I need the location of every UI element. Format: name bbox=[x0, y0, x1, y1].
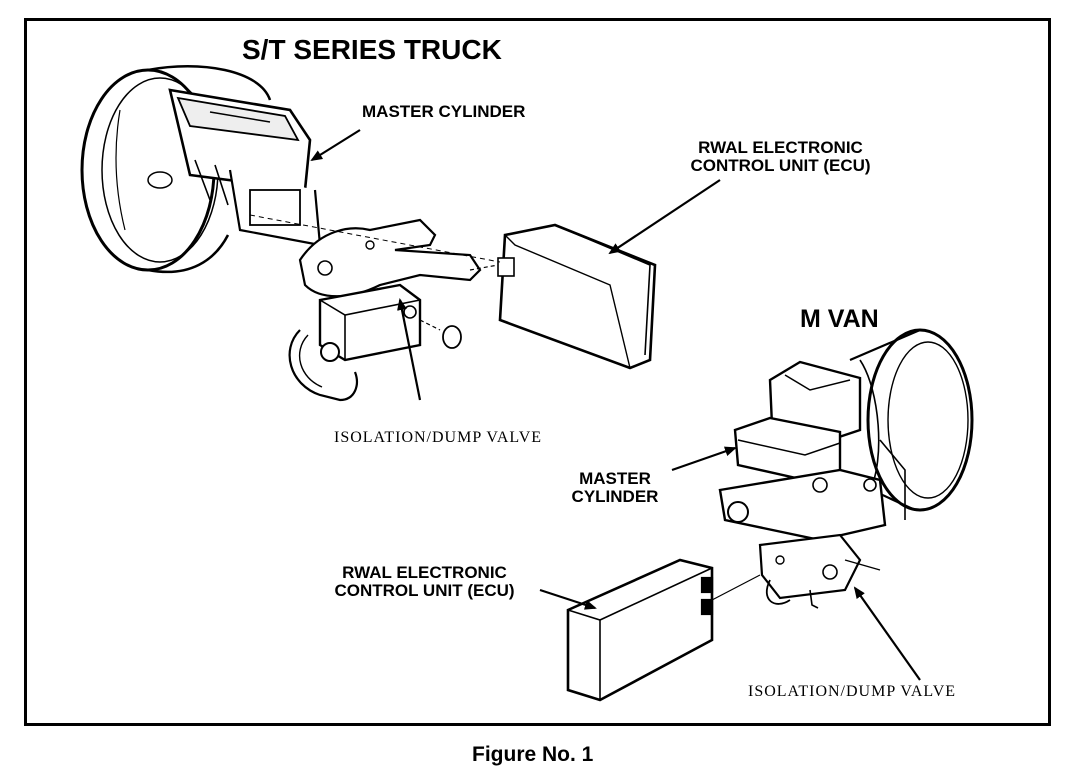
st-truck-title: S/T SERIES TRUCK bbox=[242, 34, 502, 65]
st-ecu-arrow bbox=[608, 179, 721, 255]
van-master-cylinder-arrow bbox=[671, 446, 737, 472]
van-isolation-dump-valve-icon bbox=[758, 533, 881, 609]
van-master-cylinder-line1: MASTER bbox=[579, 469, 651, 488]
st-valve-label: ISOLATION/DUMP VALVE bbox=[334, 429, 543, 446]
van-valve-arrow bbox=[853, 586, 921, 681]
st-mounting-bracket-icon bbox=[298, 218, 482, 298]
figure-frame bbox=[24, 18, 1051, 726]
st-master-cylinder-label: MASTER CYLINDER bbox=[362, 102, 526, 121]
st-ecu-label: RWAL ELECTRONIC CONTROL UNIT (ECU) bbox=[668, 138, 893, 176]
m-van-illustration bbox=[566, 328, 974, 702]
st-ecu-module-icon bbox=[469, 223, 657, 370]
van-ecu-label-line2: CONTROL UNIT (ECU) bbox=[334, 581, 515, 601]
st-isolation-dump-valve-icon bbox=[288, 283, 462, 402]
st-valve-arrow bbox=[397, 298, 422, 401]
st-truck-illustration bbox=[80, 65, 657, 402]
figure-caption: Figure No. 1 bbox=[472, 743, 594, 766]
van-master-cylinder-line2: CYLINDER bbox=[571, 487, 659, 507]
van-master-cylinder-icon bbox=[718, 360, 906, 542]
st-callout-arrows bbox=[310, 129, 721, 401]
st-ecu-label-line2: CONTROL UNIT (ECU) bbox=[690, 156, 871, 176]
van-callout-arrows bbox=[539, 446, 921, 681]
m-van-title: M VAN bbox=[800, 305, 879, 333]
van-valve-label: ISOLATION/DUMP VALVE bbox=[748, 683, 957, 700]
van-ecu-label-line1: RWAL ELECTRONIC bbox=[342, 563, 507, 582]
st-master-cylinder-icon bbox=[147, 88, 322, 247]
van-ecu-module-icon bbox=[566, 558, 761, 702]
van-master-cylinder-label: MASTER CYLINDER bbox=[560, 469, 670, 507]
van-ecu-arrow bbox=[539, 588, 597, 610]
van-ecu-label: RWAL ELECTRONIC CONTROL UNIT (ECU) bbox=[312, 563, 537, 601]
st-ecu-label-line1: RWAL ELECTRONIC bbox=[698, 138, 863, 157]
st-master-cylinder-arrow bbox=[310, 129, 361, 162]
